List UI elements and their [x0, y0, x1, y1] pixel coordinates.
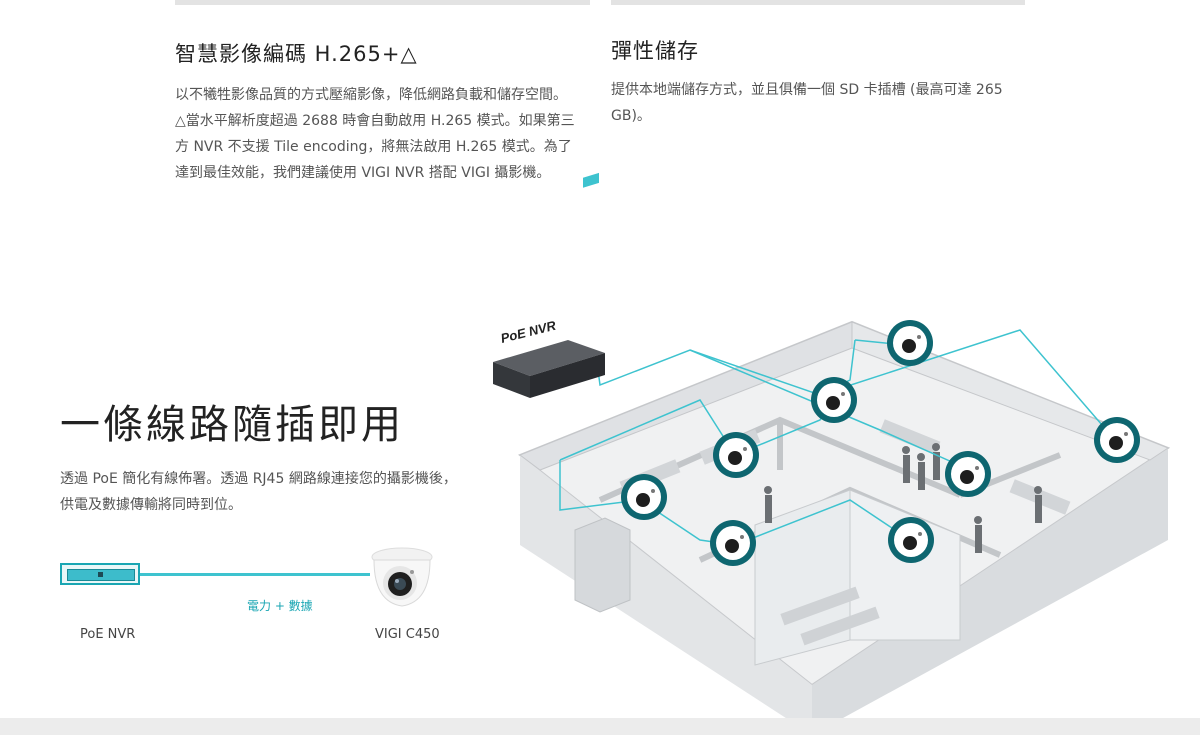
office-floor [518, 320, 1171, 735]
feature-footnote: △當水平解析度超過 2688 時會自動啟用 H.265 模式。如果第三方 NVR… [175, 113, 575, 181]
network-lines [559, 329, 1116, 546]
feature-text-h265: 以不犧牲影像品質的方式壓縮影像，降低網路負載和儲存空間。 △當水平解析度超過 2… [175, 82, 585, 186]
bottom-band [0, 718, 1200, 735]
feature-title-h265: 智慧影像編碼 H.265+△ [175, 42, 418, 66]
poe-cable-line [140, 573, 370, 576]
dome-camera-icon [713, 432, 759, 478]
feature-paragraph: 以不犧牲影像品質的方式壓縮影像，降低網路負載和儲存空間。 [175, 87, 567, 103]
top-divider-right [611, 0, 1025, 5]
dome-camera-icon [945, 451, 991, 497]
nvr-device-icon [60, 563, 140, 585]
dome-camera-icon [811, 377, 857, 423]
dome-camera-icon [1094, 417, 1140, 463]
section-title-one-cable: 一條線路隨插即用 [60, 402, 404, 448]
nvr-tag-label: PoE NVR [499, 318, 558, 346]
poe-nvr-icon: PoE NVR [493, 172, 605, 398]
cable-label: 電力 + 數據 [247, 599, 313, 613]
top-divider-left [175, 0, 590, 5]
camera-label: VIGI C450 [375, 627, 440, 642]
feature-text-storage: 提供本地端儲存方式，並且俱備一個 SD 卡插槽 (最高可達 265 GB)。 [611, 77, 1026, 129]
dome-camera-icon [887, 320, 933, 366]
dome-camera-icon [888, 517, 934, 563]
dome-camera-icon [710, 520, 756, 566]
dome-camera-icon [621, 474, 667, 520]
feature-paragraph: 提供本地端儲存方式，並且俱備一個 SD 卡插槽 (最高可達 265 GB)。 [611, 82, 1003, 124]
feature-title-storage: 彈性儲存 [611, 39, 699, 63]
camera-markers [621, 320, 1140, 566]
section-description: 透過 PoE 簡化有線佈署。透過 RJ45 網路線連接您的攝影機後，供電及數據傳… [60, 471, 457, 513]
nvr-label: PoE NVR [80, 627, 136, 642]
